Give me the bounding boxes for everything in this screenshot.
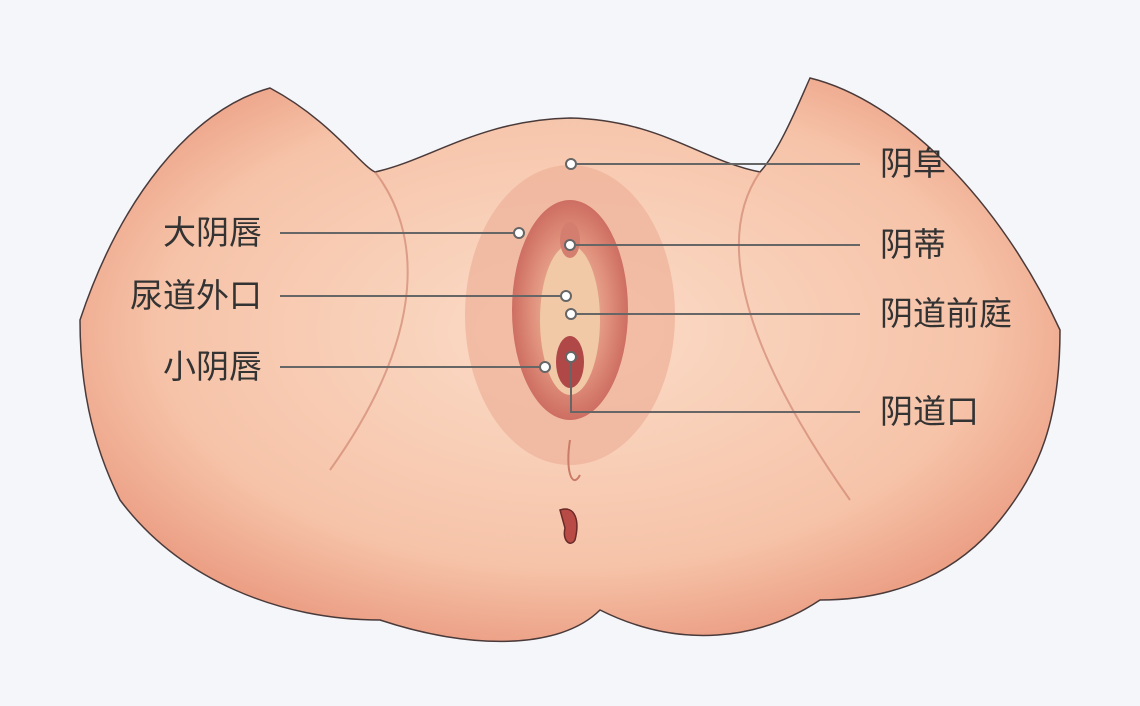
- marker-dots: [513, 158, 577, 373]
- label-vaginal-opening: 阴道口: [880, 392, 979, 431]
- label-mons-pubis: 阴阜: [880, 144, 946, 183]
- label-labia-minora: 小阴唇: [163, 347, 262, 386]
- label-urethral-opening: 尿道外口: [130, 276, 262, 315]
- label-vestibule: 阴道前庭: [880, 294, 1012, 333]
- leader-lines: [280, 163, 860, 413]
- label-labia-majora: 大阴唇: [163, 213, 262, 252]
- label-clitoris: 阴蒂: [880, 225, 946, 264]
